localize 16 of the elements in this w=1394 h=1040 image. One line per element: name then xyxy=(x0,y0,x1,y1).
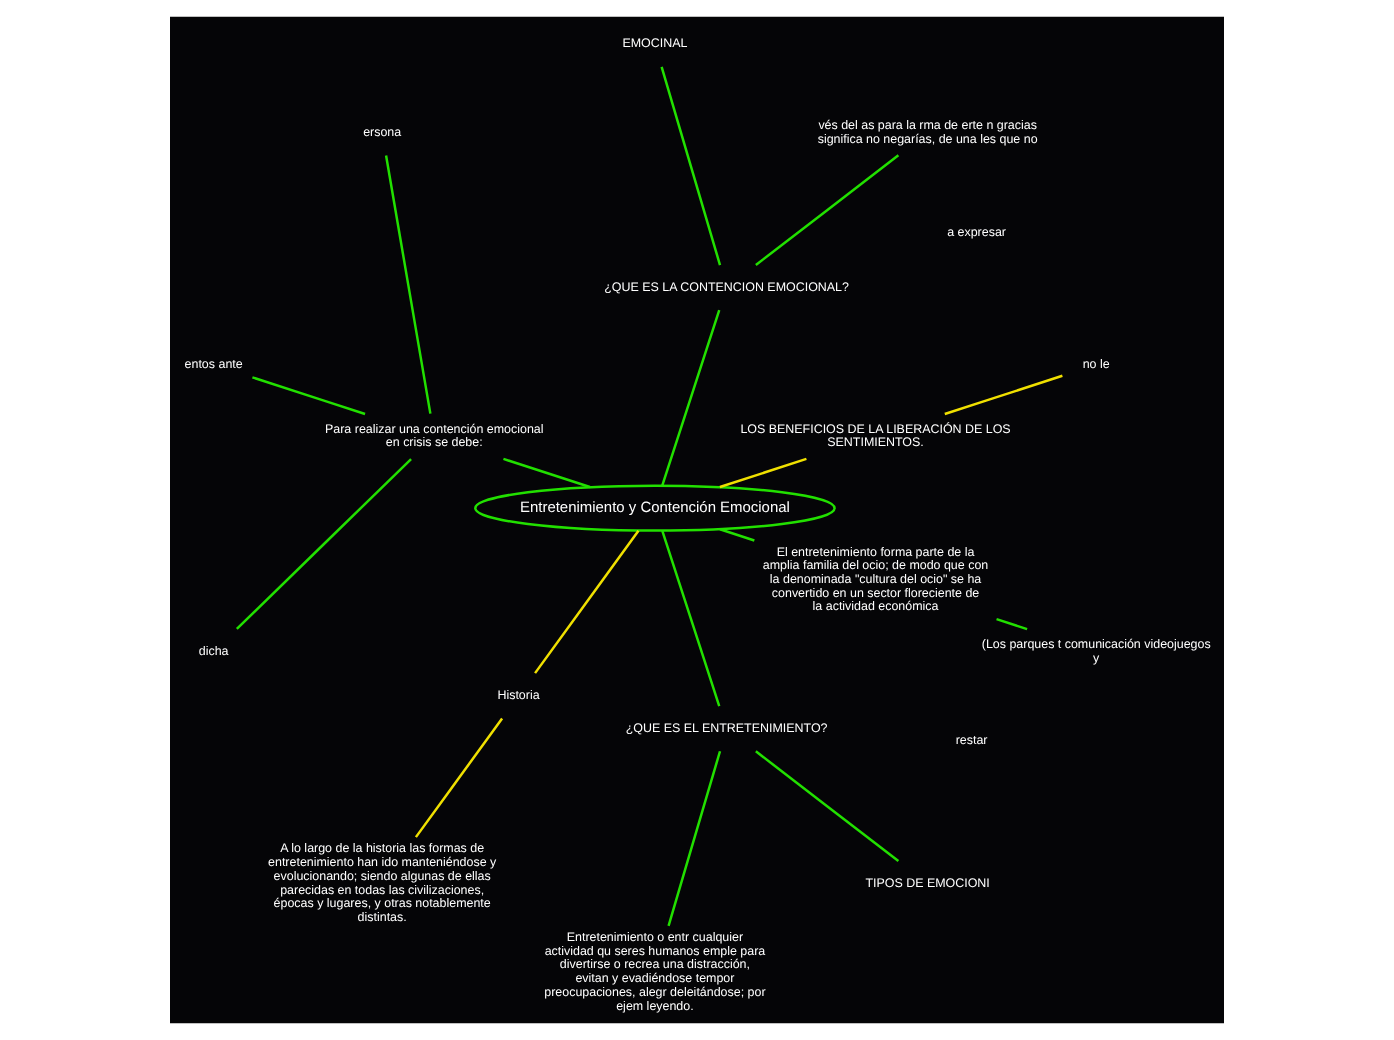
connector xyxy=(661,309,721,486)
connector xyxy=(534,530,640,674)
connector xyxy=(755,154,900,266)
connector xyxy=(755,750,900,862)
connector xyxy=(996,617,1028,631)
connector xyxy=(719,528,755,542)
connector xyxy=(661,530,721,707)
connector xyxy=(944,374,1063,416)
connector xyxy=(719,457,807,489)
connector xyxy=(414,717,504,838)
connector xyxy=(503,457,591,489)
connector xyxy=(667,750,722,927)
connector xyxy=(236,458,412,630)
connector xyxy=(660,66,722,266)
connector xyxy=(384,155,432,414)
connector xyxy=(252,376,366,416)
